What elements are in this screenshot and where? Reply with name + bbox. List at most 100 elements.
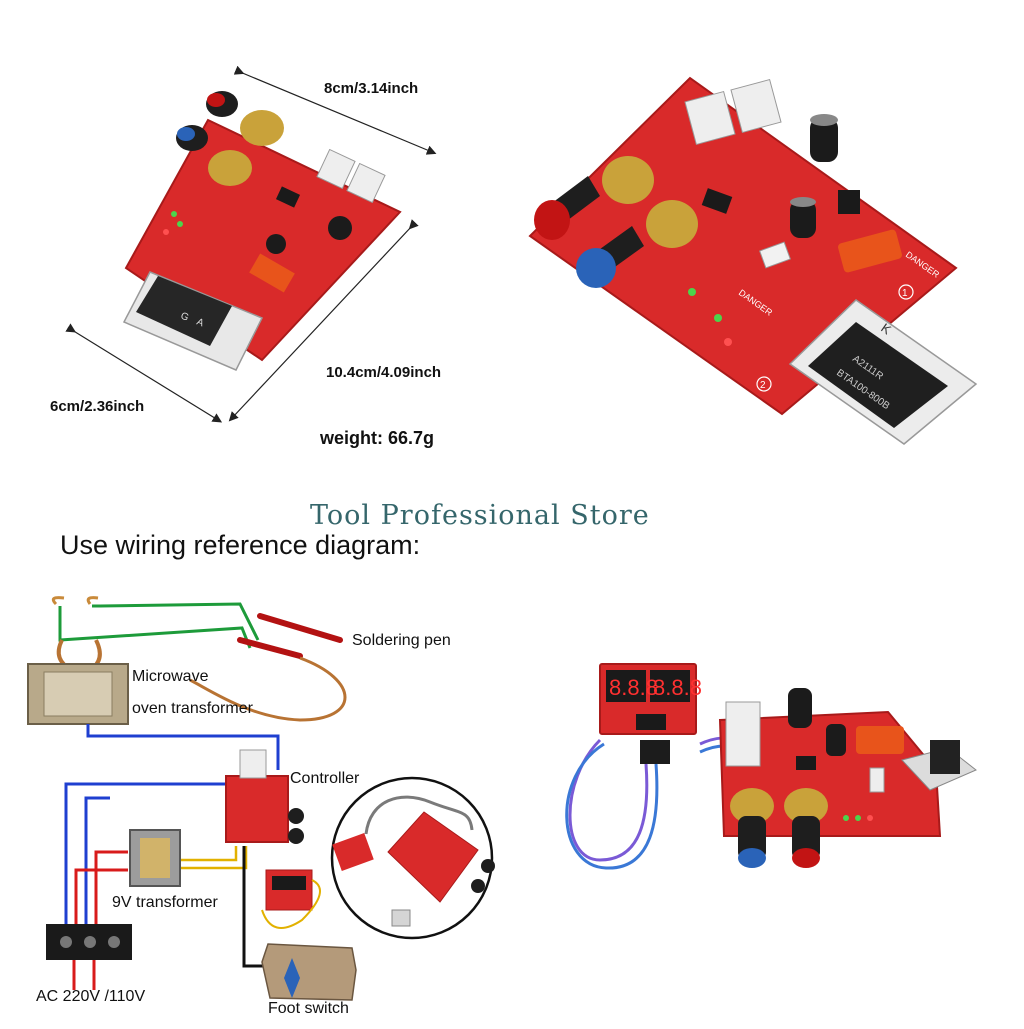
terminal-screw: [84, 936, 96, 948]
thyristor: [136, 276, 232, 346]
board-top-left: G A: [65, 65, 437, 423]
seven-seg-right: 8.8.8: [653, 675, 702, 700]
dimension-width: 6cm/2.36inch: [50, 398, 145, 415]
wire-green: [92, 602, 260, 641]
potentiometer: [646, 200, 698, 248]
led: [855, 815, 861, 821]
soldering-pen: [237, 637, 303, 659]
ic-chip: [796, 756, 816, 770]
controller-board: [225, 775, 289, 843]
potentiometer: [602, 156, 654, 204]
wire-lug: [51, 596, 65, 606]
terminal-block: [316, 148, 356, 190]
potentiometer: [784, 788, 828, 824]
zoom-knob: [471, 879, 485, 893]
wire-yellow: [180, 846, 248, 870]
ribbon-cable: [568, 738, 649, 862]
thyristor: [930, 740, 960, 774]
dimension-line-length: [233, 65, 437, 155]
terminal-marker: [898, 284, 914, 300]
wire-red: [74, 868, 128, 930]
label-controller: Controller: [290, 770, 360, 787]
knob-blue: [576, 248, 616, 288]
transformer-label-plate: [43, 671, 113, 717]
zoom-knob: [481, 859, 495, 873]
knob-red-cap: [792, 848, 820, 868]
ribbon-connector: [640, 740, 670, 764]
board-top-right: AC9-12V SWITCH DANGER DANGER 1 2: [528, 52, 978, 445]
label-soldering-pen: Soldering pen: [352, 632, 451, 649]
gate-label: G: [179, 311, 191, 324]
potentiometer: [208, 150, 252, 186]
knob-blue-cap: [738, 848, 766, 868]
led: [171, 211, 177, 217]
ic-chip: [701, 188, 733, 214]
terminal-number-2: 2: [760, 380, 766, 391]
ic-chip: [275, 186, 301, 208]
label-oven-transformer: oven transformer: [132, 700, 253, 717]
knob-red: [534, 200, 570, 240]
wire-yellow: [261, 879, 321, 929]
regulator: [838, 190, 860, 214]
film-capacitor: [838, 229, 902, 273]
led-display-voltage: [606, 670, 646, 702]
film-capacitor: [249, 253, 295, 293]
wire-green: [58, 606, 252, 649]
capacitor: [790, 200, 816, 238]
label-ac-input: AC 220V /110V: [36, 988, 146, 1005]
terminal-block: [684, 90, 736, 146]
diagram-heading: Use wiring reference diagram:: [60, 530, 421, 560]
knob-blue-cap: [177, 127, 195, 141]
capacitor: [328, 216, 352, 240]
dimension-diagonal: 10.4cm/4.09inch: [326, 364, 442, 381]
led: [688, 288, 696, 296]
led-display: [272, 876, 306, 890]
capacitor-top: [810, 114, 838, 126]
capacitor: [826, 724, 846, 756]
led: [867, 815, 873, 821]
terminal-screw: [108, 936, 120, 948]
wiring-diagram: [27, 596, 495, 1001]
wire-blue: [84, 796, 110, 930]
label-microwave: Microwave: [132, 668, 209, 685]
film-capacitor: [856, 726, 904, 754]
capacitor: [788, 688, 812, 728]
thyristor: [808, 322, 948, 428]
zoom-display-module: [332, 833, 374, 871]
store-watermark: Tool Professional Store: [310, 500, 650, 531]
weight: weight: 66.7g: [320, 428, 435, 448]
foot-switch: [261, 943, 357, 1001]
dimension-line-width: [65, 323, 223, 423]
soldering-pen: [257, 613, 343, 643]
dimension-length: 8cm/3.14inch: [324, 80, 419, 97]
controller-terminal: [239, 749, 267, 779]
led-display-time: [650, 670, 690, 702]
capacitor-top: [790, 197, 816, 207]
copper-cable: [189, 656, 347, 722]
terminal-block: [725, 701, 761, 767]
terminal-block: [730, 78, 782, 134]
led: [163, 229, 169, 235]
seven-seg-left: 8.8.8: [609, 675, 658, 700]
knob: [792, 816, 820, 860]
capacitor: [810, 118, 838, 162]
capacitor: [266, 234, 286, 254]
led: [843, 815, 849, 821]
wire-black: [242, 846, 266, 968]
zoom-controller-board: [387, 811, 479, 903]
terminal-number-1: 1: [902, 288, 908, 299]
controller-knob: [288, 808, 304, 824]
board-bottom-right: 8.8.8 8.8.8: [565, 663, 977, 870]
potentiometer: [730, 788, 774, 824]
zoom-thyristor: [391, 909, 411, 927]
connector: [759, 241, 791, 269]
ic-chip: [636, 714, 666, 730]
terminal-marker: [756, 376, 772, 392]
dimension-line-diagonal: [228, 219, 419, 422]
label-9v-transformer: 9V transformer: [112, 894, 218, 911]
anode-label: A: [195, 317, 206, 330]
wire-red: [94, 850, 128, 930]
ribbon-cable: [565, 742, 659, 870]
